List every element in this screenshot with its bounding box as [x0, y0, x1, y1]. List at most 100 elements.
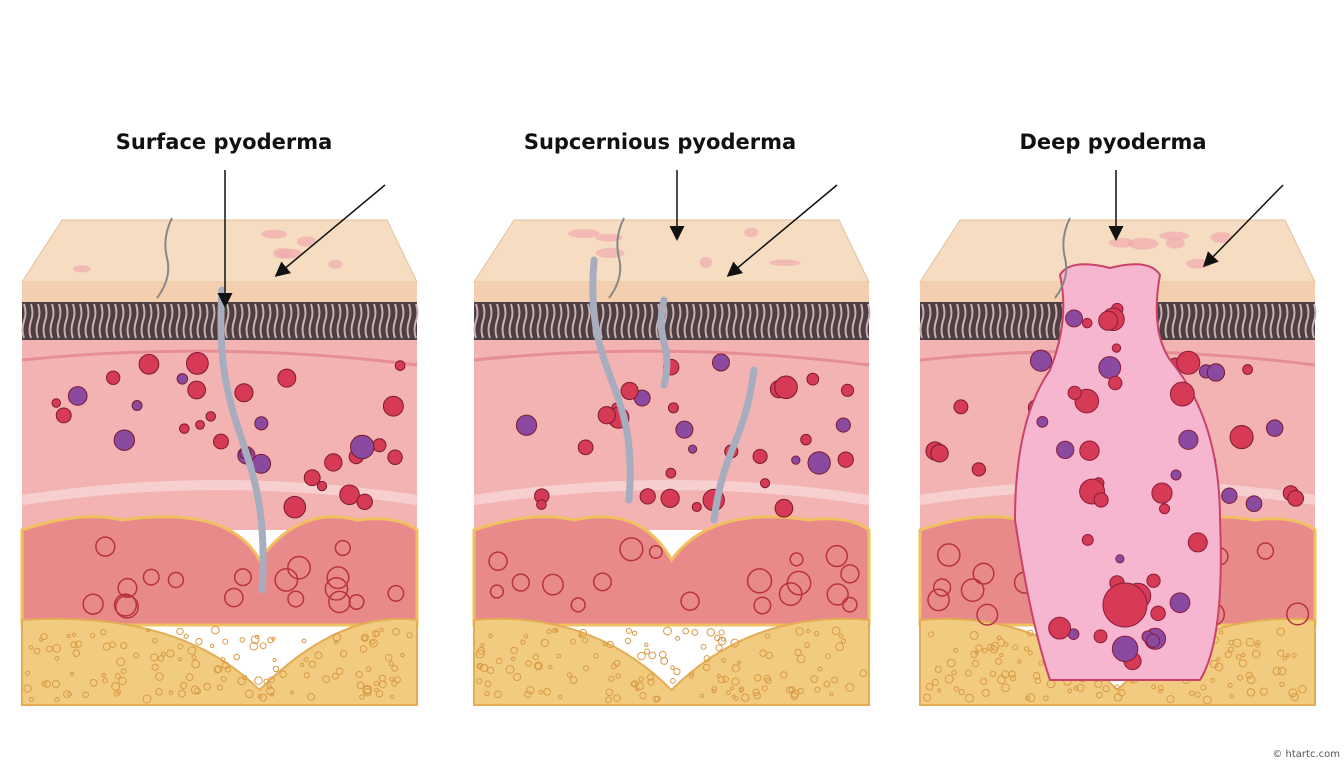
fat-cell [838, 633, 844, 639]
fat-cell [845, 683, 855, 692]
fat-cell [406, 632, 413, 639]
fat-cell [266, 684, 272, 690]
hair-line [238, 303, 244, 339]
tissue-swirl [960, 578, 985, 603]
hair-line [641, 303, 647, 339]
hair-line [1269, 303, 1275, 339]
inflammatory-cell [339, 484, 360, 506]
fat-cell [239, 637, 246, 643]
fat-cell [69, 671, 75, 676]
inflammatory-cell [1029, 349, 1053, 372]
tissue-swirl [287, 555, 311, 580]
fat-cell [989, 670, 997, 677]
fat-cell [245, 689, 254, 699]
fat-cell [177, 656, 182, 662]
fat-cell [1102, 685, 1110, 693]
hair-line [585, 303, 591, 339]
fat-cell [484, 680, 492, 688]
tissue-swirl [786, 570, 812, 596]
fat-cell [796, 654, 806, 664]
fat-cell [605, 696, 612, 704]
fat-cell [825, 653, 831, 660]
hair-line [70, 303, 76, 339]
fat-cell [1246, 688, 1256, 697]
hair-line [119, 303, 125, 339]
pus-cell [1067, 385, 1082, 400]
fat-cell [63, 690, 72, 699]
surface-spot [328, 259, 343, 269]
hair-line [746, 303, 752, 339]
inflammatory-cell [254, 416, 269, 431]
fat-cell [1200, 684, 1207, 691]
hair-line [1241, 303, 1247, 339]
pus-cell [1098, 310, 1119, 331]
pus-cell [1102, 582, 1148, 628]
inflammatory-cell [620, 381, 639, 400]
fat-cell [1008, 670, 1016, 678]
fat-cell [806, 628, 811, 634]
hair-line [487, 303, 493, 339]
inflammatory-cell [660, 488, 680, 508]
fat-cell [268, 676, 275, 684]
fat-cell [40, 632, 48, 641]
fat-cell [166, 649, 175, 658]
fat-cell [1291, 652, 1297, 658]
fat-cell [52, 643, 61, 653]
inflammatory-cell [176, 373, 189, 385]
hair-line [627, 303, 633, 339]
fat-cell [740, 693, 750, 702]
hair-line [480, 303, 486, 339]
fat-cell [635, 682, 644, 691]
fat-cell [1003, 641, 1009, 647]
fat-cell [307, 692, 316, 701]
fat-cell [360, 633, 369, 642]
fat-cell [384, 654, 393, 662]
fat-cell [725, 690, 731, 696]
fat-cell [190, 685, 200, 695]
fat-cell [359, 645, 368, 653]
fat-cell [639, 691, 647, 700]
fat-cell [722, 675, 729, 683]
fat-cell [548, 664, 553, 670]
inflammatory-cell [800, 433, 812, 446]
fat-cell [558, 694, 563, 700]
tissue-swirl [826, 583, 849, 606]
inflammatory-cell [1287, 489, 1305, 507]
hair-line [802, 303, 808, 339]
fat-cell [928, 631, 935, 638]
fat-cell [593, 653, 599, 659]
hair-line [858, 303, 864, 339]
hair-line [989, 303, 995, 339]
pus-cell [1108, 375, 1123, 391]
surface-spot [1165, 237, 1185, 249]
inflammatory-cell [688, 444, 698, 454]
fat-cell [176, 627, 184, 636]
fat-cell [379, 627, 384, 633]
inflammatory-cell [1265, 419, 1284, 437]
surface-spot [1210, 232, 1233, 244]
fat-cell [151, 663, 159, 671]
hair-line [126, 303, 132, 339]
fat-cell [146, 628, 151, 633]
hair-line [865, 303, 871, 339]
tissue-swirl [936, 543, 961, 567]
fat-cell [720, 637, 726, 642]
tissue-swirl [841, 596, 858, 613]
hair-line [774, 303, 780, 339]
fat-cell [731, 664, 740, 673]
fat-cell [731, 677, 740, 686]
fat-cell [157, 655, 165, 662]
inflammatory-cell [752, 448, 768, 464]
tissue-swirl [927, 588, 950, 612]
fat-cell [1276, 627, 1285, 636]
inflammatory-cell [324, 453, 343, 472]
hair-line [406, 303, 412, 339]
inflammatory-cell [387, 449, 403, 466]
hair-line [718, 303, 724, 339]
fat-cell [1277, 649, 1285, 657]
hair-line [357, 303, 363, 339]
inflammatory-cell [394, 360, 406, 371]
fat-cell [554, 628, 559, 633]
fat-cell [1202, 695, 1212, 705]
fat-cell [369, 638, 378, 648]
